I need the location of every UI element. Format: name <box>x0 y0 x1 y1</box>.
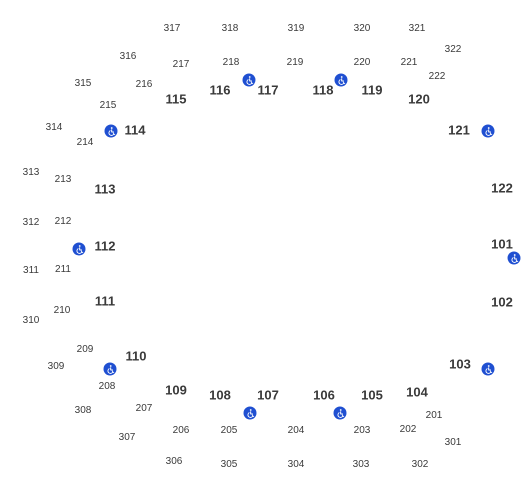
section-304[interactable]: 304 <box>287 459 305 470</box>
section-113[interactable]: 113 <box>94 181 116 197</box>
section-116[interactable]: 116 <box>209 82 231 98</box>
section-117[interactable]: 117 <box>257 82 279 98</box>
section-118[interactable]: 118 <box>312 82 334 98</box>
section-321[interactable]: 321 <box>408 23 426 34</box>
section-217[interactable]: 217 <box>172 59 190 70</box>
section-307[interactable]: 307 <box>118 432 136 443</box>
section-105[interactable]: 105 <box>361 387 383 403</box>
section-218[interactable]: 218 <box>222 57 240 68</box>
section-317[interactable]: 317 <box>163 23 181 34</box>
section-220[interactable]: 220 <box>353 57 371 68</box>
section-322[interactable]: 322 <box>444 44 462 55</box>
section-109[interactable]: 109 <box>165 382 187 398</box>
section-315[interactable]: 315 <box>74 78 92 89</box>
section-120[interactable]: 120 <box>408 91 430 107</box>
section-102[interactable]: 102 <box>491 294 513 310</box>
wheelchair-icon[interactable] <box>104 124 118 138</box>
section-302[interactable]: 302 <box>411 459 429 470</box>
section-110[interactable]: 110 <box>125 348 147 364</box>
section-305[interactable]: 305 <box>220 459 238 470</box>
section-205[interactable]: 205 <box>220 425 238 436</box>
section-207[interactable]: 207 <box>135 403 153 414</box>
section-119[interactable]: 119 <box>361 82 383 98</box>
section-114[interactable]: 114 <box>124 122 146 138</box>
section-314[interactable]: 314 <box>45 122 63 133</box>
section-309[interactable]: 309 <box>47 361 65 372</box>
section-316[interactable]: 316 <box>119 51 137 62</box>
section-301[interactable]: 301 <box>444 437 462 448</box>
wheelchair-icon[interactable] <box>333 406 347 420</box>
section-303[interactable]: 303 <box>352 459 370 470</box>
section-219[interactable]: 219 <box>286 57 304 68</box>
wheelchair-icon[interactable] <box>481 124 495 138</box>
section-208[interactable]: 208 <box>98 381 116 392</box>
section-111[interactable]: 111 <box>94 293 116 309</box>
section-206[interactable]: 206 <box>172 425 190 436</box>
section-311[interactable]: 311 <box>23 265 39 276</box>
section-216[interactable]: 216 <box>135 79 153 90</box>
section-318[interactable]: 318 <box>221 23 239 34</box>
section-108[interactable]: 108 <box>209 387 231 403</box>
section-203[interactable]: 203 <box>353 425 371 436</box>
section-106[interactable]: 106 <box>313 387 335 403</box>
section-210[interactable]: 210 <box>53 305 71 316</box>
section-103[interactable]: 103 <box>449 356 471 372</box>
section-201[interactable]: 201 <box>425 410 443 421</box>
wheelchair-icon[interactable] <box>242 73 256 87</box>
section-313[interactable]: 313 <box>22 167 40 178</box>
section-209[interactable]: 209 <box>76 344 94 355</box>
wheelchair-icon[interactable] <box>72 242 86 256</box>
section-221[interactable]: 221 <box>400 57 418 68</box>
section-122[interactable]: 122 <box>491 180 513 196</box>
section-107[interactable]: 107 <box>257 387 279 403</box>
section-211[interactable]: 211 <box>55 264 71 275</box>
section-310[interactable]: 310 <box>22 315 40 326</box>
wheelchair-icon[interactable] <box>334 73 348 87</box>
section-121[interactable]: 121 <box>448 122 470 138</box>
section-319[interactable]: 319 <box>287 23 305 34</box>
section-320[interactable]: 320 <box>353 23 371 34</box>
section-213[interactable]: 213 <box>54 174 72 185</box>
wheelchair-icon[interactable] <box>507 251 521 265</box>
section-104[interactable]: 104 <box>406 384 428 400</box>
wheelchair-icon[interactable] <box>103 362 117 376</box>
wheelchair-icon[interactable] <box>481 362 495 376</box>
section-204[interactable]: 204 <box>287 425 305 436</box>
section-215[interactable]: 215 <box>99 100 117 111</box>
section-222[interactable]: 222 <box>428 71 446 82</box>
section-202[interactable]: 202 <box>399 424 417 435</box>
section-101[interactable]: 101 <box>491 236 513 252</box>
wheelchair-icon[interactable] <box>243 406 257 420</box>
section-115[interactable]: 115 <box>165 91 187 107</box>
section-214[interactable]: 214 <box>76 137 94 148</box>
section-212[interactable]: 212 <box>54 216 72 227</box>
section-312[interactable]: 312 <box>22 217 40 228</box>
section-306[interactable]: 306 <box>165 456 183 467</box>
section-112[interactable]: 112 <box>94 238 116 254</box>
section-308[interactable]: 308 <box>74 405 92 416</box>
